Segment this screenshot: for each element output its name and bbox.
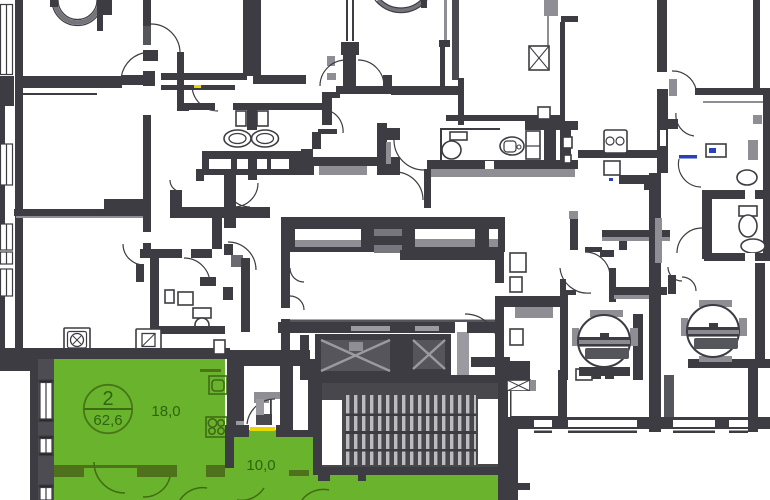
svg-text:62,6: 62,6 [93,412,122,429]
svg-text:18,0: 18,0 [151,403,180,420]
svg-text:10,0: 10,0 [246,457,275,474]
svg-text:2: 2 [102,388,113,410]
